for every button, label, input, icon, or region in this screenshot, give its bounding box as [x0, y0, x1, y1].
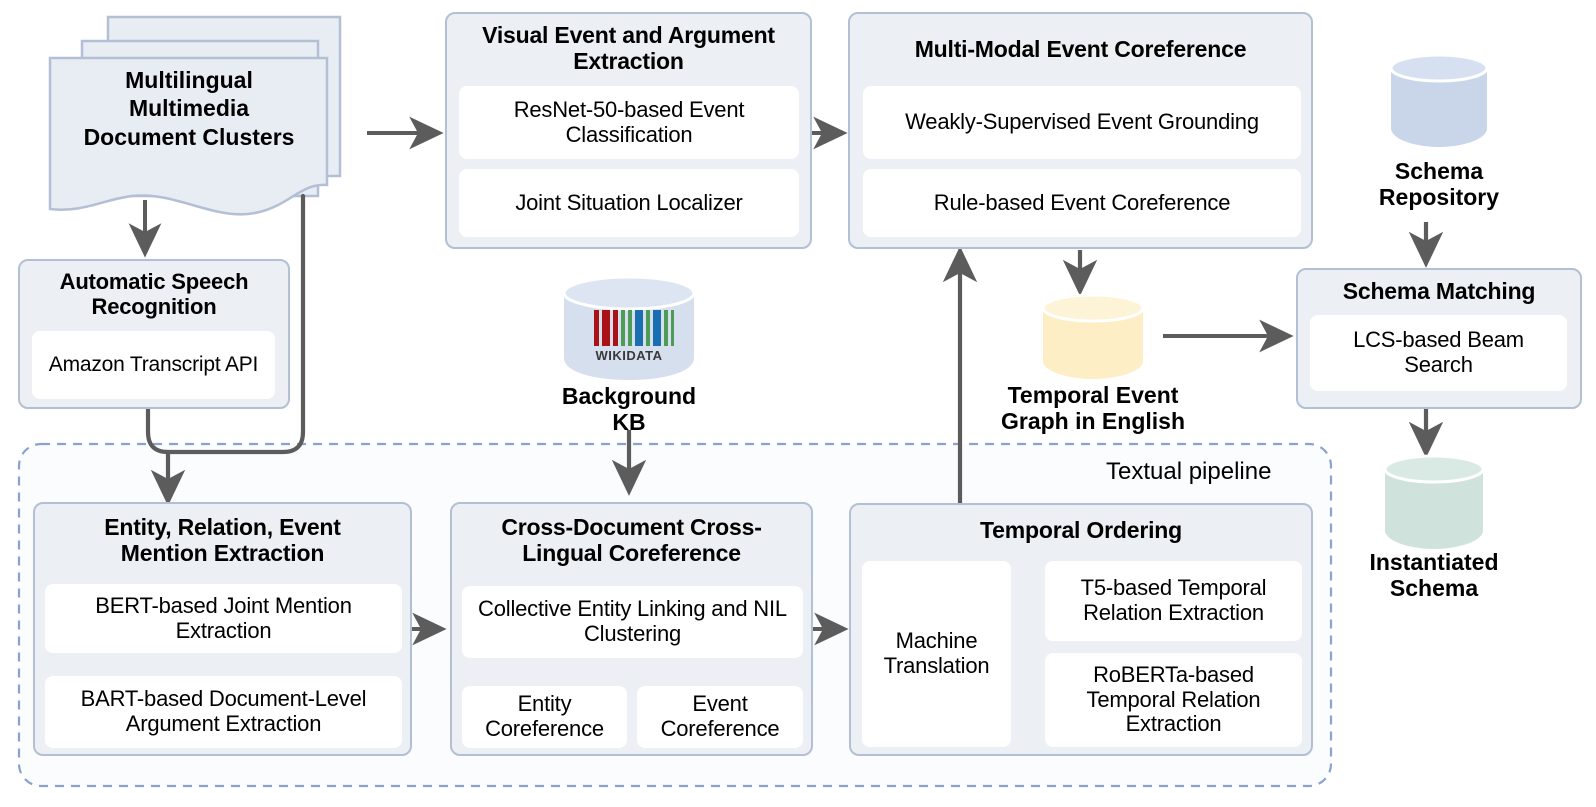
background-kb-line-2: KB — [612, 409, 646, 436]
multimodal-sub-rule-based-coreference[interactable]: Rule-based Event Coreference — [863, 169, 1301, 237]
instantiated-line-1: Instantiated — [1369, 549, 1499, 575]
schema-matching-sub-lcs-beam-search[interactable]: LCS-based Beam Search — [1310, 315, 1567, 391]
visual-extraction-title: Visual Event and Argument Extraction — [447, 22, 810, 74]
multimodal-title: Multi-Modal Event Coreference — [914, 36, 1247, 62]
asr-title: Automatic Speech Recognition — [20, 269, 288, 319]
module-schema-matching[interactable]: Schema Matching LCS-based Beam Search — [1296, 268, 1582, 409]
asr-sub-amazon-transcript[interactable]: Amazon Transcript API — [32, 331, 275, 399]
instantiated-schema-caption: Instantiated Schema — [1334, 549, 1534, 602]
crossdoc-sub-event-coreference[interactable]: Event Coreference — [637, 686, 803, 748]
mention-title-line-1: Entity, Relation, Event — [104, 514, 341, 540]
module-visual-event-argument-extraction[interactable]: Visual Event and Argument Extraction Res… — [445, 12, 812, 249]
source-line-3: Document Clusters — [83, 123, 295, 150]
background-kb-line-1: Background — [561, 383, 697, 409]
visual-title-line-1: Visual Event and Argument — [482, 22, 775, 48]
crossdoc-title: Cross-Document Cross- Lingual Coreferenc… — [452, 514, 811, 566]
teg-line-1: Temporal Event — [1007, 382, 1179, 408]
teg-line-2: Graph in English — [1000, 408, 1185, 435]
visual-title-line-2: Extraction — [573, 48, 684, 75]
schema-repository-caption: Schema Repository — [1339, 158, 1539, 211]
background-kb-caption: Background KB — [529, 383, 729, 436]
schema-matching-title: Schema Matching — [1342, 278, 1536, 304]
crossdoc-sub-entity-coreference[interactable]: Entity Coreference — [462, 686, 627, 748]
module-cross-document-coreference[interactable]: Cross-Document Cross- Lingual Coreferenc… — [450, 502, 813, 756]
mention-title-line-2: Mention Extraction — [120, 540, 325, 567]
textual-pipeline-label: Textual pipeline — [1106, 458, 1272, 485]
temporal-event-graph-database-icon — [1041, 293, 1145, 379]
temporal-ordering-title: Temporal Ordering — [980, 517, 1182, 543]
multimodal-sub-weakly-supervised-grounding[interactable]: Weakly-Supervised Event Grounding — [863, 86, 1301, 159]
asr-title-line-2: Recognition — [91, 294, 217, 320]
crossdoc-sub-collective-entity-linking[interactable]: Collective Entity Linking and NIL Cluste… — [462, 586, 803, 658]
module-temporal-ordering[interactable]: Temporal Ordering Machine Translation T5… — [849, 503, 1313, 756]
temporal-sub-t5-relation-extraction[interactable]: T5-based Temporal Relation Extraction — [1045, 561, 1302, 641]
source-documents-label: Multilingual Multimedia Document Cluster… — [55, 66, 323, 151]
source-line-1: Multilingual — [125, 67, 253, 93]
asr-title-line-1: Automatic Speech — [59, 269, 249, 294]
source-line-2: Multimedia — [128, 95, 250, 122]
visual-sub-joint-situation-localizer[interactable]: Joint Situation Localizer — [459, 169, 799, 237]
mention-extraction-title: Entity, Relation, Event Mention Extracti… — [35, 514, 410, 566]
visual-sub-resnet-classification[interactable]: ResNet-50-based Event Classification — [459, 86, 799, 159]
mention-sub-bert-joint-extraction[interactable]: BERT-based Joint Mention Extraction — [45, 584, 402, 653]
module-multimodal-event-coreference[interactable]: Multi-Modal Event Coreference Weakly-Sup… — [848, 12, 1313, 249]
schema-repo-line-1: Schema — [1394, 158, 1484, 184]
temporal-event-graph-caption: Temporal Event Graph in English — [958, 382, 1228, 435]
wikidata-database-icon — [562, 275, 696, 380]
temporal-sub-roberta-relation-extraction[interactable]: RoBERTa-based Temporal Relation Extracti… — [1045, 653, 1302, 747]
crossdoc-title-line-2: Lingual Coreference — [522, 540, 741, 567]
wikidata-logo-text: WIKIDATA — [595, 348, 663, 363]
module-mention-extraction[interactable]: Entity, Relation, Event Mention Extracti… — [33, 502, 412, 756]
temporal-sub-machine-translation[interactable]: Machine Translation — [862, 561, 1011, 747]
crossdoc-title-line-1: Cross-Document Cross- — [501, 514, 762, 540]
schema-repository-database-icon — [1389, 53, 1489, 147]
schema-repo-line-2: Repository — [1378, 184, 1500, 211]
instantiated-line-2: Schema — [1389, 575, 1479, 602]
instantiated-schema-database-icon — [1383, 454, 1485, 549]
module-automatic-speech-recognition[interactable]: Automatic Speech Recognition Amazon Tran… — [18, 259, 290, 409]
mention-sub-bart-argument-extraction[interactable]: BART-based Document-Level Argument Extra… — [45, 676, 402, 748]
